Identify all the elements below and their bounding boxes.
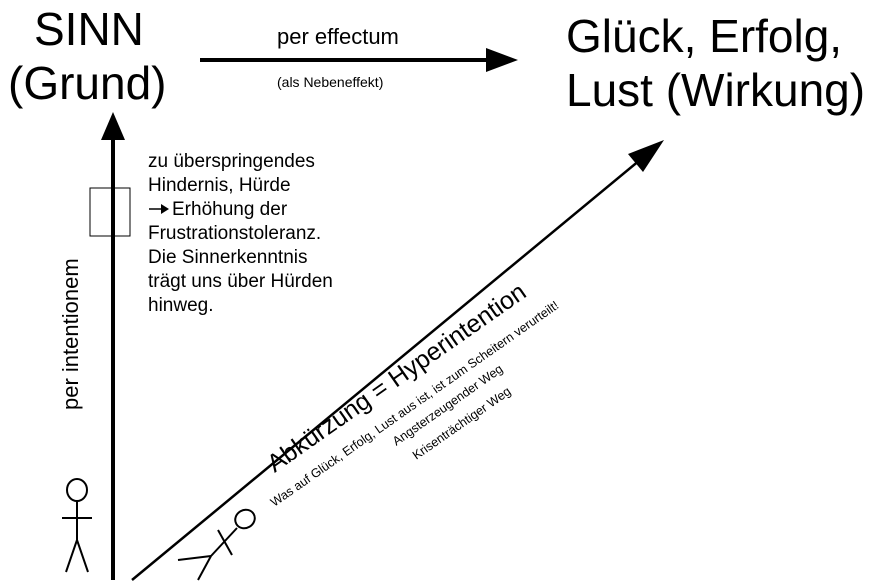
effectum-label: per effectum bbox=[277, 24, 399, 49]
falling-stick-figure-icon bbox=[177, 508, 256, 581]
right-arrow-icon bbox=[148, 198, 172, 222]
goal-node-subtitle: Lust (Wirkung) bbox=[566, 64, 866, 116]
meaning-node-title: SINN bbox=[34, 3, 144, 55]
hurdle-line-7: hinweg. bbox=[148, 295, 214, 316]
meaning-node-subtitle: (Grund) bbox=[8, 57, 167, 109]
hurdle-line-2: Hindernis, Hürde bbox=[148, 175, 291, 196]
hurdle-description: zu überspringendes Hindernis, Hürde Erhö… bbox=[148, 150, 408, 318]
hurdle-line-4: Frustrationstoleranz. bbox=[148, 223, 322, 244]
hurdle-box bbox=[89, 187, 131, 237]
hurdle-line-5: Die Sinnerkenntnis bbox=[148, 247, 308, 268]
intentionem-arrow bbox=[101, 112, 125, 580]
intentionem-label: per intentionem bbox=[58, 258, 83, 410]
hurdle-line-6: trägt uns über Hürden bbox=[148, 271, 333, 292]
goal-node-title: Glück, Erfolg, bbox=[566, 10, 843, 62]
hurdle-line-1: zu überspringendes bbox=[148, 151, 315, 172]
effectum-sublabel: (als Nebeneffekt) bbox=[277, 74, 384, 90]
standing-stick-figure-icon bbox=[62, 478, 92, 573]
hurdle-arrow-line: Erhöhung der bbox=[148, 198, 408, 222]
hurdle-line-3: Erhöhung der bbox=[172, 199, 288, 220]
shortcut-arrow bbox=[131, 140, 664, 581]
effectum-arrow bbox=[200, 48, 518, 72]
